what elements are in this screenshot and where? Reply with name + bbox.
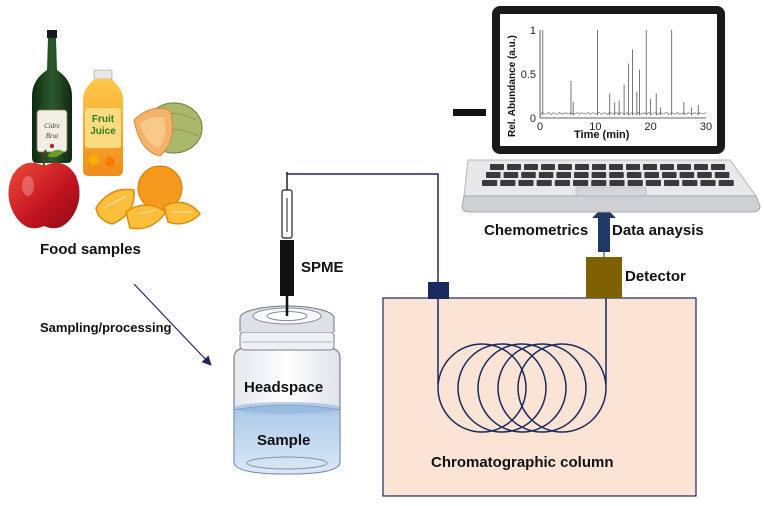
keyboard-key (518, 180, 534, 186)
chromatogram-plot: 0 10 20 30 0 0.5 1 Time (min) Rel. Abundance (… (507, 25, 712, 141)
keyboard-key (694, 164, 708, 170)
chromatographic-column-coil (437, 298, 607, 433)
keyboard-key (662, 172, 677, 178)
keyboard-key (626, 164, 640, 170)
laptop-screen (500, 14, 717, 146)
keyboard-key (626, 172, 642, 178)
keyboard-key (573, 180, 589, 186)
keyboard-key (609, 172, 624, 178)
food-samples-label: Food samples (40, 241, 141, 258)
keyboard-key (664, 180, 680, 186)
keyboard-key (574, 172, 589, 178)
keyboard-key (609, 180, 625, 186)
data-analysis-label: Data anaysis (612, 222, 704, 239)
food-samples-illustration: Cidre Brut Fruit Juice (8, 30, 203, 230)
x-tick-label: 20 (645, 121, 657, 133)
keyboard-key (500, 180, 516, 186)
cider-label-line1: Cidre (44, 122, 60, 130)
sampling-arrow (133, 283, 212, 366)
juice-brand-line1: Fruit (92, 114, 115, 125)
laptop-keys (482, 164, 734, 186)
minus-dash (453, 109, 486, 116)
keyboard-key (700, 180, 716, 186)
x-tick-label: 0 (537, 121, 543, 133)
keyboard-key (556, 172, 571, 178)
keyboard-key (627, 180, 643, 186)
headspace-vial (233, 305, 341, 475)
keyboard-key (714, 172, 730, 178)
juice-brand-line2: Juice (90, 126, 116, 137)
keyboard-key (643, 164, 657, 170)
detector-box (586, 257, 622, 298)
keyboard-key (591, 180, 607, 186)
injector-port (428, 282, 449, 299)
keyboard-key (482, 180, 498, 186)
juice-bottle: Fruit Juice (83, 69, 123, 176)
melon (133, 102, 203, 157)
x-tick-label: 10 (589, 121, 601, 133)
keyboard-key (591, 172, 607, 178)
gc-oven (382, 297, 697, 497)
spme-fiber (280, 172, 294, 316)
spme-label: SPME (301, 259, 344, 276)
chromatogram-trace (539, 30, 707, 116)
keyboard-key (592, 164, 606, 170)
keyboard-key (609, 164, 623, 170)
cider-label-line2: Brut (46, 132, 60, 140)
keyboard-key (711, 164, 725, 170)
keyboard-key (575, 164, 589, 170)
x-tick-label: 30 (700, 121, 712, 133)
keyboard-key (679, 172, 695, 178)
keyboard-key (503, 172, 519, 178)
keyboard-key (677, 164, 691, 170)
keyboard-key (554, 180, 570, 186)
chromatogram-baseline (539, 111, 707, 116)
transfer-line (286, 172, 439, 286)
keyboard-key (645, 180, 661, 186)
y-tick-label: 0 (530, 113, 536, 125)
keyboard-key (521, 172, 536, 178)
chemometrics-label: Chemometrics (484, 222, 589, 239)
keyboard-key (490, 164, 504, 170)
x-axis-label: Time (min) (574, 129, 630, 141)
keyboard-key (697, 172, 712, 178)
keyboard-key (507, 164, 521, 170)
sample-label: Sample (257, 432, 311, 449)
detector-label: Detector (625, 268, 686, 285)
keyboard-key (486, 172, 501, 178)
vial-neck (239, 331, 335, 351)
sampling-processing-label: Sampling/processing (40, 320, 172, 335)
cider-bottle: Cidre Brut (32, 30, 72, 163)
keyboard-key (541, 164, 555, 170)
keyboard-key (644, 172, 659, 178)
spme-holder (280, 240, 294, 296)
keyboard-key (538, 172, 554, 178)
laptop (461, 6, 761, 213)
apple (8, 149, 80, 229)
laptop-trackpad (575, 186, 647, 197)
keyboard-key (660, 164, 674, 170)
keyboard-key (558, 164, 572, 170)
y-tick-label: 1 (530, 25, 536, 37)
headspace-label: Headspace (244, 379, 324, 396)
oranges (95, 165, 201, 230)
data-flow-arrow (592, 206, 616, 252)
keyboard-key (718, 180, 734, 186)
keyboard-key (682, 180, 698, 186)
keyboard-key (536, 180, 552, 186)
y-tick-label: 0.5 (521, 69, 536, 81)
y-axis-label: Rel. Abundance (a.u.) (507, 35, 518, 137)
chromatographic-column-label: Chromatographic column (431, 454, 614, 471)
keyboard-key (524, 164, 538, 170)
